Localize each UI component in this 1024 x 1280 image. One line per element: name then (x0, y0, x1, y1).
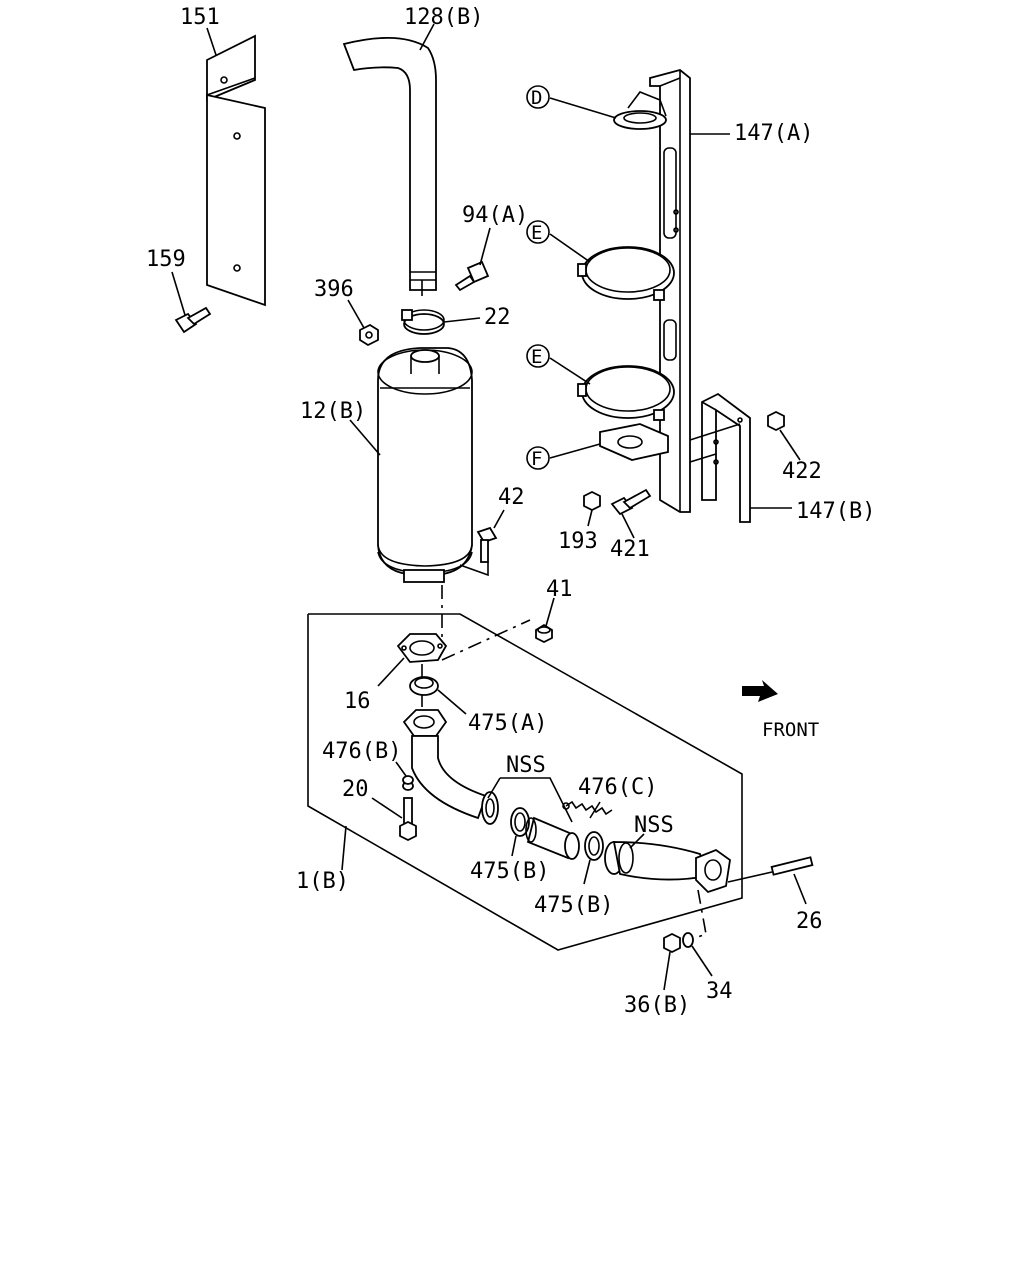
bolt-159 (174, 306, 212, 334)
front-arrow-icon (742, 680, 778, 702)
label-26: 26 (796, 909, 823, 934)
label-nss-2: NSS (634, 813, 674, 838)
clip-D (613, 91, 667, 130)
flange-plate-F (599, 423, 669, 461)
label-22: 22 (484, 305, 511, 330)
washer-34 (682, 932, 694, 948)
nut-422 (767, 410, 785, 432)
label-128b: 128(B) (404, 5, 483, 30)
label-D: D (531, 87, 542, 109)
label-147a: 147(A) (734, 121, 813, 146)
label-475a: 475(A) (468, 711, 547, 736)
bracket-147b (701, 392, 751, 523)
label-42: 42 (498, 485, 525, 510)
label-41: 41 (546, 577, 573, 602)
label-147b: 147(B) (796, 499, 875, 524)
muffler-12b (377, 347, 473, 583)
label-F: F (531, 448, 542, 470)
label-151: 151 (180, 5, 220, 30)
bolt-20 (399, 797, 417, 842)
bolt-421 (610, 488, 652, 516)
sleeve-pipe-nss (525, 816, 580, 860)
label-422: 422 (782, 459, 822, 484)
label-34: 34 (706, 979, 733, 1004)
spring-476c (562, 800, 613, 816)
label-396: 396 (314, 277, 354, 302)
label-36b: 36(B) (624, 993, 690, 1018)
label-475b-2: 475(B) (534, 893, 613, 918)
nut-36b (663, 932, 681, 954)
seal-ring-475a (409, 676, 439, 696)
band-clamp-E-lower (577, 365, 675, 421)
nut-41 (535, 623, 553, 644)
assembly-1b-outline (307, 613, 743, 951)
label-94a: 94(A) (462, 203, 528, 228)
label-12b: 12(B) (300, 399, 366, 424)
spacer-476b (402, 775, 414, 791)
heat-shield-151 (206, 34, 266, 307)
label-nss-1: NSS (506, 753, 546, 778)
nut-193 (583, 490, 601, 512)
tail-pipe-128b (342, 37, 437, 296)
clamp-22 (401, 309, 445, 335)
band-clamp-E-upper (577, 246, 675, 301)
stud-26 (770, 856, 814, 876)
flange-16 (396, 633, 448, 663)
label-1b: 1(B) (296, 869, 349, 894)
label-476b: 476(B) (322, 739, 401, 764)
label-159: 159 (146, 247, 186, 272)
exhaust-pipe-front (402, 709, 499, 825)
label-16: 16 (344, 689, 371, 714)
front-direction-label: FRONT (762, 719, 819, 741)
label-476c: 476(C) (578, 775, 657, 800)
seal-ring-475b-right (584, 831, 604, 861)
nut-396 (359, 323, 379, 347)
label-E-1: E (531, 222, 542, 244)
bolt-94a (454, 260, 490, 292)
label-E-2: E (531, 346, 542, 368)
bolt-42 (476, 526, 498, 563)
label-421: 421 (610, 537, 650, 562)
label-193: 193 (558, 529, 598, 554)
exhaust-pipe-rear (604, 841, 731, 894)
label-20: 20 (342, 777, 369, 802)
label-475b-1: 475(B) (470, 859, 549, 884)
seal-ring-475b-left (510, 807, 530, 837)
